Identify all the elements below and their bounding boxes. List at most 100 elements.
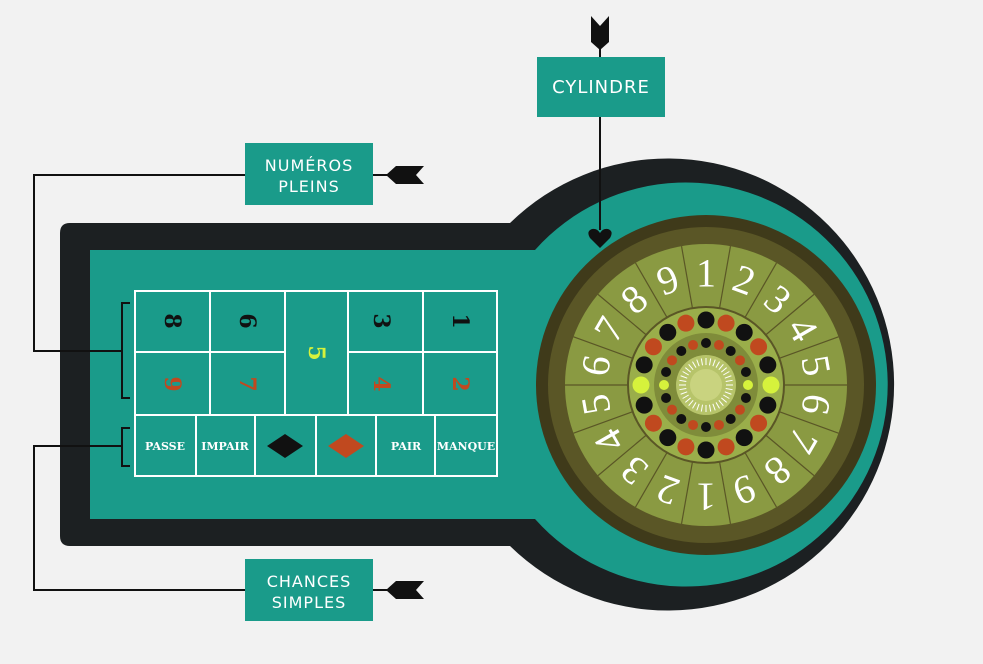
board-number: 3 <box>368 313 394 328</box>
board-number: 2 <box>447 376 473 391</box>
bet-row: PASSE IMPAIR PAIR MANQUE <box>145 434 495 458</box>
bet-passe: PASSE <box>145 440 185 453</box>
wheel-hub-tick <box>696 403 700 411</box>
chances-bracket <box>121 427 130 467</box>
wheel-hub-tick <box>720 397 728 403</box>
wheel-hub-tick <box>723 371 730 376</box>
wheel-hub-tick <box>715 402 720 409</box>
wheel-pocket-small <box>661 392 672 403</box>
wheel-hub-tick <box>682 394 689 399</box>
wheel-pockets-inner <box>659 338 753 432</box>
wheel-pocket-small <box>701 422 711 432</box>
wheel-hub-tick <box>684 397 692 403</box>
bet-impair: IMPAIR <box>201 440 249 453</box>
wheel-hub-tick <box>688 363 694 371</box>
wheel-spoke <box>680 461 694 524</box>
wheel-pocket-small <box>734 404 745 415</box>
wheel-spoke <box>634 452 668 508</box>
wheel-pocket <box>632 376 650 394</box>
wheel-pocket <box>697 441 715 459</box>
wheel-pocket-small <box>688 419 699 430</box>
label-chances-simples: CHANCES SIMPLES <box>245 559 373 621</box>
wheel-hub-tick <box>692 361 697 368</box>
wheel-pocket-small <box>740 367 751 378</box>
wheel-hub-tick <box>718 399 724 407</box>
board-number: 7 <box>234 376 260 391</box>
board-number: 1 <box>447 313 473 328</box>
arrows <box>386 16 612 599</box>
connectors <box>33 40 601 591</box>
wheel-hub-tick <box>700 358 704 366</box>
wheel-pocket <box>717 438 735 456</box>
wheel-pocket-small <box>740 392 751 403</box>
wheel-spoke <box>573 336 633 359</box>
wheel-pocket <box>717 314 735 332</box>
wheel-hub-tick <box>724 391 732 395</box>
wheel-pocket-small <box>734 355 745 366</box>
wheel-hub-tick <box>720 367 728 373</box>
wheel-hub-tick <box>715 361 720 368</box>
wheel-hub-tick <box>708 358 712 366</box>
chances-label-line2: SIMPLES <box>272 593 347 612</box>
wheel-spoke <box>634 262 668 318</box>
wheel-hub-tick <box>725 379 733 383</box>
wheel-pocket-small <box>688 340 699 351</box>
wheel-center <box>690 369 722 401</box>
wheel-hub-tick <box>700 404 704 412</box>
wheel-hub-tick <box>696 359 700 367</box>
wheel-hub-tick <box>723 394 730 399</box>
wheel-number: 1 <box>696 475 716 520</box>
board-number: 8 <box>159 313 185 328</box>
wheel-pocket-small <box>701 338 711 348</box>
chances-arrow-icon <box>386 581 424 599</box>
board-number: 9 <box>159 376 185 391</box>
wheel-pocket <box>659 323 677 341</box>
label-numeros-pleins: NUMÉROS PLEINS <box>245 143 373 205</box>
wheel-pocket <box>735 429 753 447</box>
wheel-pocket-small <box>667 355 678 366</box>
wheel-pocket <box>659 429 677 447</box>
wheel-hub-tick <box>684 367 692 373</box>
wheel-pocket <box>644 414 662 432</box>
wheel-hub-tick <box>679 387 687 391</box>
chances-label-line1: CHANCES <box>267 572 352 591</box>
wheel-pocket-small <box>713 340 724 351</box>
wheel-spoke <box>779 336 839 359</box>
wheel-pockets-outer <box>632 311 780 459</box>
wheel-hub-tick <box>712 359 716 367</box>
chances-box <box>245 559 373 621</box>
wheel-spoke <box>718 461 732 524</box>
label-cylindre: CYLINDRE <box>537 57 665 117</box>
cylindre-box <box>537 57 665 117</box>
wheel-pocket-small <box>713 419 724 430</box>
wheel-pocket <box>677 314 695 332</box>
wheel-spoke <box>765 434 815 477</box>
bet-manque: MANQUE <box>437 440 495 453</box>
wheel-hub-tick <box>688 399 694 407</box>
wheel-pocket-small <box>725 413 736 424</box>
numeros-arrow-icon <box>386 166 424 184</box>
wheel-hub-tick <box>708 404 712 412</box>
wheel-pocket <box>750 338 768 356</box>
wheel-pocket <box>697 311 715 329</box>
wheel-spoke <box>744 452 778 508</box>
wheel-pocket <box>644 338 662 356</box>
wheel-pocket-small <box>725 346 736 357</box>
cylindre-fletching-icon <box>591 16 609 50</box>
wheel-hub-tick <box>725 387 733 391</box>
red-diamond-icon <box>328 434 364 458</box>
wheel-hub-tick <box>679 379 687 383</box>
wheel-hub-tick <box>692 402 697 409</box>
wheel-pocket <box>759 396 777 414</box>
numeros-box <box>245 143 373 205</box>
wheel-pocket <box>762 376 780 394</box>
chances-connector <box>33 445 246 591</box>
wheel-hub-tick <box>712 403 716 411</box>
wheel-spoke <box>597 434 647 477</box>
wheel-hub-tick <box>724 375 732 379</box>
wheel-pocket-small <box>743 380 753 390</box>
wheel-spoke <box>718 246 732 309</box>
board-numbers: 8 6 3 1 9 7 4 2 5 <box>159 313 473 391</box>
wheel-pocket <box>635 356 653 374</box>
